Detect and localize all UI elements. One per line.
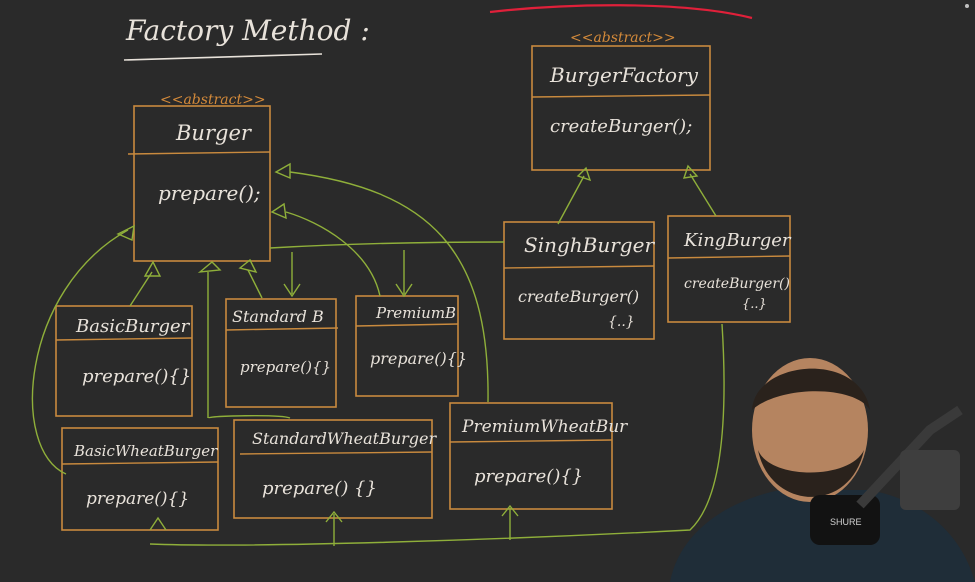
singh-class-box: [503, 221, 655, 340]
chair-headrest: [900, 450, 960, 510]
arrow-head-bottom-basicwheat: [149, 516, 167, 531]
standard-wheat-class-method: prepare() {}: [262, 478, 377, 499]
arrow-head-up-standardwheat: [325, 510, 343, 523]
factory-stereotype: <<abstract>>: [570, 30, 676, 46]
premium-wheat-class-divider: [449, 439, 613, 443]
arrow-head-burger-4: [270, 202, 287, 220]
line-king-to-bottom: [149, 323, 725, 546]
arrow-head-up-premiumwheat: [501, 504, 519, 517]
premium-wheat-class-method: prepare(){}: [474, 466, 583, 487]
basic-class-method: prepare(){}: [82, 366, 191, 387]
burger-class-divider: [127, 151, 271, 155]
arrow-head-burger-1: [143, 260, 162, 277]
arrow-basic-to-burger: [129, 271, 153, 307]
arrow-head-burger-2: [197, 261, 222, 273]
premium-wheat-class-box: [449, 402, 613, 510]
burger-class-method: prepare();: [158, 181, 261, 205]
premium-class-box: [355, 295, 459, 397]
standard-wheat-class-box: [233, 419, 433, 519]
microphone: [810, 495, 880, 545]
factory-class-divider: [531, 94, 711, 98]
singh-class-divider: [503, 265, 655, 269]
premium-wheat-class-name: PremiumWheatBur: [461, 417, 628, 437]
singh-class-body: {..}: [608, 314, 635, 330]
standard-class-divider: [225, 327, 339, 331]
king-class-box: [667, 215, 791, 323]
arrow-premium-to-burger: [285, 211, 381, 297]
basic-class-divider: [55, 337, 193, 341]
arrow-head-down-premium: [395, 283, 413, 298]
standard-class-box: [225, 298, 337, 408]
basic-wheat-class-name: BasicWheatBurger: [73, 442, 218, 460]
king-class-method: createBurger(): [684, 276, 790, 292]
premium-class-divider: [355, 323, 459, 327]
arrow-king-to-factory: [689, 173, 717, 217]
arrow-head-factory-right: [682, 164, 699, 179]
arrow-singh-to-factory: [557, 175, 585, 225]
red-annotation-stroke: [489, 4, 753, 20]
basic-wheat-class-method: prepare(){}: [86, 489, 189, 509]
arrow-head-burger-5: [274, 162, 291, 180]
king-class-divider: [667, 255, 791, 259]
standard-class-method: prepare(){}: [240, 358, 331, 376]
arrow-premiumwheat-to-burger: [289, 171, 489, 403]
arrow-head-burger-6: [116, 224, 135, 242]
king-class-body: {..}: [742, 297, 767, 312]
title-underline: [123, 53, 323, 61]
premium-class-method: prepare(){}: [370, 349, 467, 368]
standard-class-name: Standard B: [232, 307, 324, 326]
standard-wheat-class-divider: [239, 451, 433, 455]
basic-class-name: BasicBurger: [75, 316, 191, 337]
presenter-video-overlay: SHURE: [670, 358, 975, 582]
corner-indicator: [965, 4, 969, 8]
arrow-basicwheat-to-burger: [31, 229, 129, 475]
presenter-beard: [758, 450, 864, 497]
burger-class-name: Burger: [175, 121, 253, 145]
page-title: Factory Method :: [125, 14, 370, 47]
presenter-hair: [752, 368, 870, 410]
line-burger-to-singh: [269, 241, 505, 249]
arrow-standardwheat-to-standard: [207, 414, 291, 419]
factory-class-method: createBurger();: [550, 116, 692, 137]
burger-class-box: [133, 105, 271, 262]
premium-class-name: PremiumB: [375, 304, 456, 322]
basic-wheat-class-box: [61, 427, 219, 531]
arrow-head-burger-3: [238, 258, 258, 274]
microphone-brand-logo: SHURE: [830, 517, 862, 527]
mic-arm: [856, 405, 963, 509]
king-class-name: KingBurger: [683, 230, 792, 251]
burger-stereotype: <<abstract>>: [160, 92, 266, 108]
basic-class-box: [55, 305, 193, 417]
singh-class-name: SinghBurger: [524, 233, 655, 257]
standard-wheat-class-name: StandardWheatBurger: [252, 429, 438, 448]
factory-class-box: [531, 45, 711, 171]
arrow-head-down-standard: [283, 283, 301, 298]
basic-wheat-class-divider: [61, 461, 219, 465]
factory-class-name: BurgerFactory: [549, 63, 699, 87]
arrow-standard-to-burger-b: [247, 269, 263, 299]
arrow-head-factory-left: [576, 166, 592, 182]
singh-class-method: createBurger(): [518, 287, 639, 306]
